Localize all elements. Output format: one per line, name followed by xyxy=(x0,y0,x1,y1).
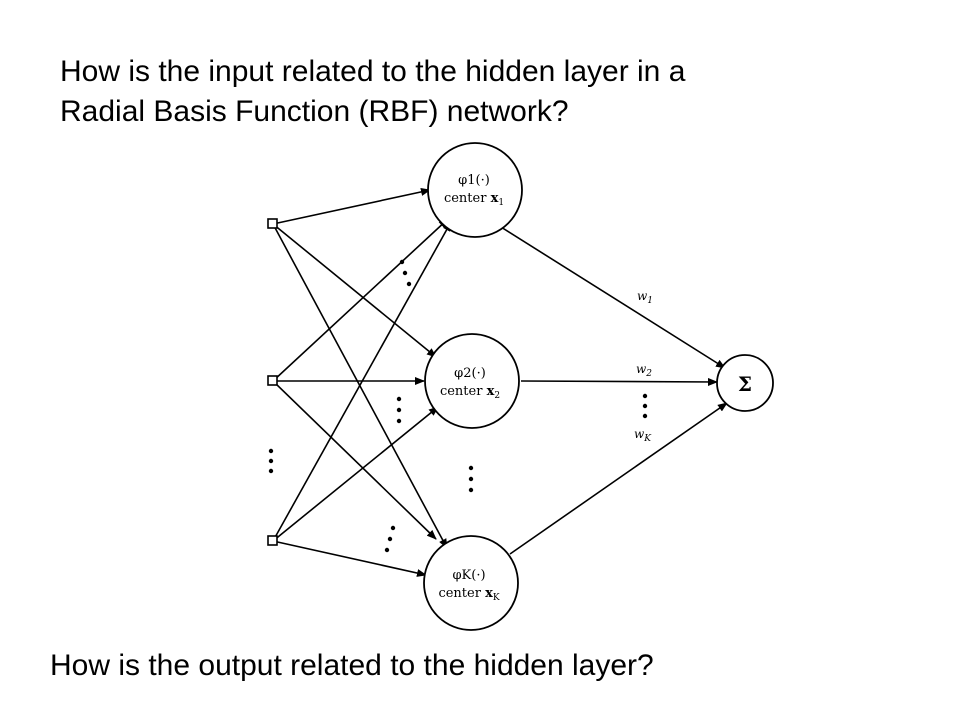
edge-in1-h2 xyxy=(272,223,437,358)
edge-h2-out xyxy=(520,377,718,386)
hidden-node-k-center: center xK xyxy=(438,586,499,603)
hidden-node-1: φ1(·) center x1 xyxy=(427,142,523,238)
hidden-output-connections xyxy=(492,221,728,555)
edge-inN-h2 xyxy=(272,406,439,542)
output-sum-symbol: Σ xyxy=(738,372,752,396)
weight-label-2: w2 xyxy=(636,362,652,379)
ellipsis-weights xyxy=(642,393,648,419)
question-top-line-1: How is the input related to the hidden l… xyxy=(60,55,686,88)
question-bottom: How is the output related to the hidden … xyxy=(50,649,654,682)
input-hidden-connections xyxy=(272,187,452,577)
ellipsis-upper-edges xyxy=(399,259,412,287)
edge-in1-h1 xyxy=(272,187,431,225)
input-node-n xyxy=(267,535,278,546)
hidden-node-2-function: φ2(·) xyxy=(454,366,486,381)
edge-in2-hK xyxy=(272,380,437,540)
edge-in2-h1 xyxy=(272,218,449,382)
edge-inN-h1 xyxy=(272,221,452,542)
ellipsis-lower-edges xyxy=(384,525,396,553)
edge-inN-hK xyxy=(272,540,427,577)
hidden-node-2-center: center x2 xyxy=(440,384,500,401)
hidden-node-2: φ2(·) center x2 xyxy=(424,333,520,429)
hidden-node-1-center: center x1 xyxy=(444,191,504,208)
question-top: How is the input related to the hidden l… xyxy=(60,52,880,132)
ellipsis-hidden xyxy=(468,465,474,493)
ellipsis-middle-edges xyxy=(396,396,402,424)
weight-label-k: wK xyxy=(634,427,652,444)
input-node-1 xyxy=(267,218,278,229)
hidden-node-1-function: φ1(·) xyxy=(458,173,490,188)
hidden-node-k-function: φK(·) xyxy=(452,568,485,583)
question-top-line-2: Radial Basis Function (RBF) network? xyxy=(60,95,569,128)
hidden-node-k: φK(·) center xK xyxy=(423,535,519,631)
output-node: Σ xyxy=(716,354,774,412)
edge-hK-out xyxy=(509,402,728,555)
edge-h1-out xyxy=(492,221,726,369)
ellipsis-inputs xyxy=(268,448,274,474)
ellipsis-dots xyxy=(268,259,648,553)
input-node-2 xyxy=(267,375,278,386)
weight-label-1: w1 xyxy=(637,289,653,306)
input-nodes xyxy=(267,218,278,546)
